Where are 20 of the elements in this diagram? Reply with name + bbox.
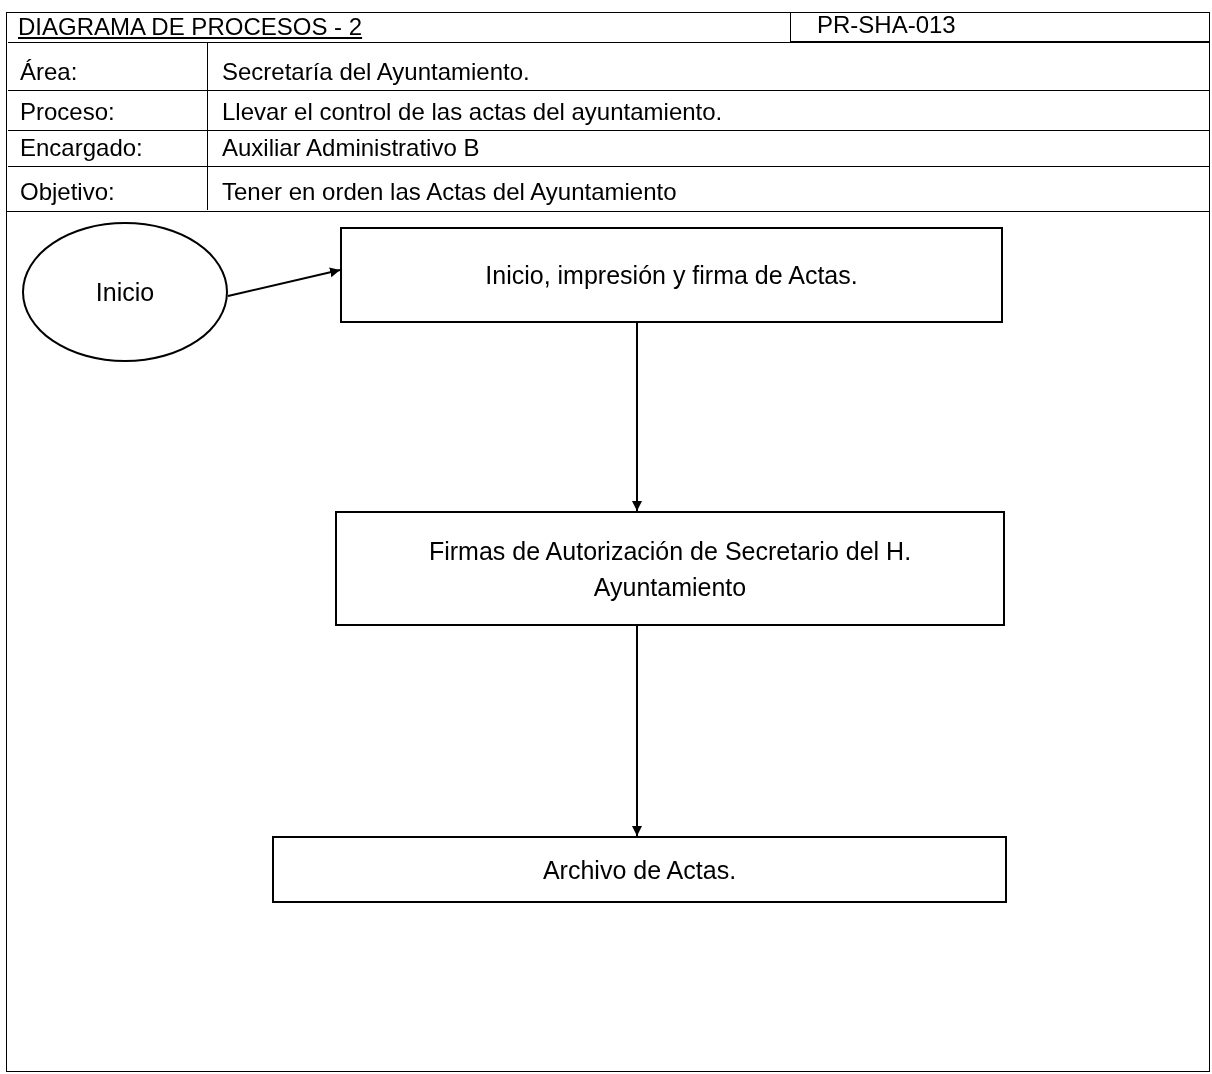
- arrow: [632, 625, 642, 837]
- process-box: [340, 227, 1003, 323]
- field-value: Secretaría del Ayuntamiento.: [207, 42, 1210, 90]
- process-box: [272, 836, 1007, 903]
- field-label: Encargado:: [8, 130, 207, 166]
- process-box: [335, 511, 1005, 626]
- arrow: [632, 322, 642, 512]
- node-text: Firmas de Autorización de Secretario del H. Ayuntamiento: [427, 535, 913, 603]
- field-label: Objetivo:: [8, 166, 207, 210]
- field-value: Llevar el control de las actas del ayuntamiento.: [207, 90, 1210, 130]
- arrow: [227, 267, 341, 297]
- code-cell: PR-SHA-013: [790, 12, 1210, 42]
- node-text: Archivo de Actas.: [542, 854, 737, 886]
- field-value: Tener en orden las Actas del Ayuntamiento: [207, 166, 1210, 210]
- field-label: Área:: [8, 42, 207, 90]
- field-label: Proceso:: [8, 90, 207, 130]
- field-value: Auxiliar Administrativo B: [207, 130, 1210, 166]
- title: DIAGRAMA DE PROCESOS - 2: [18, 12, 364, 42]
- node-text: Inicio, impresión y firma de Actas.: [485, 260, 858, 291]
- node-text: Inicio: [95, 277, 155, 308]
